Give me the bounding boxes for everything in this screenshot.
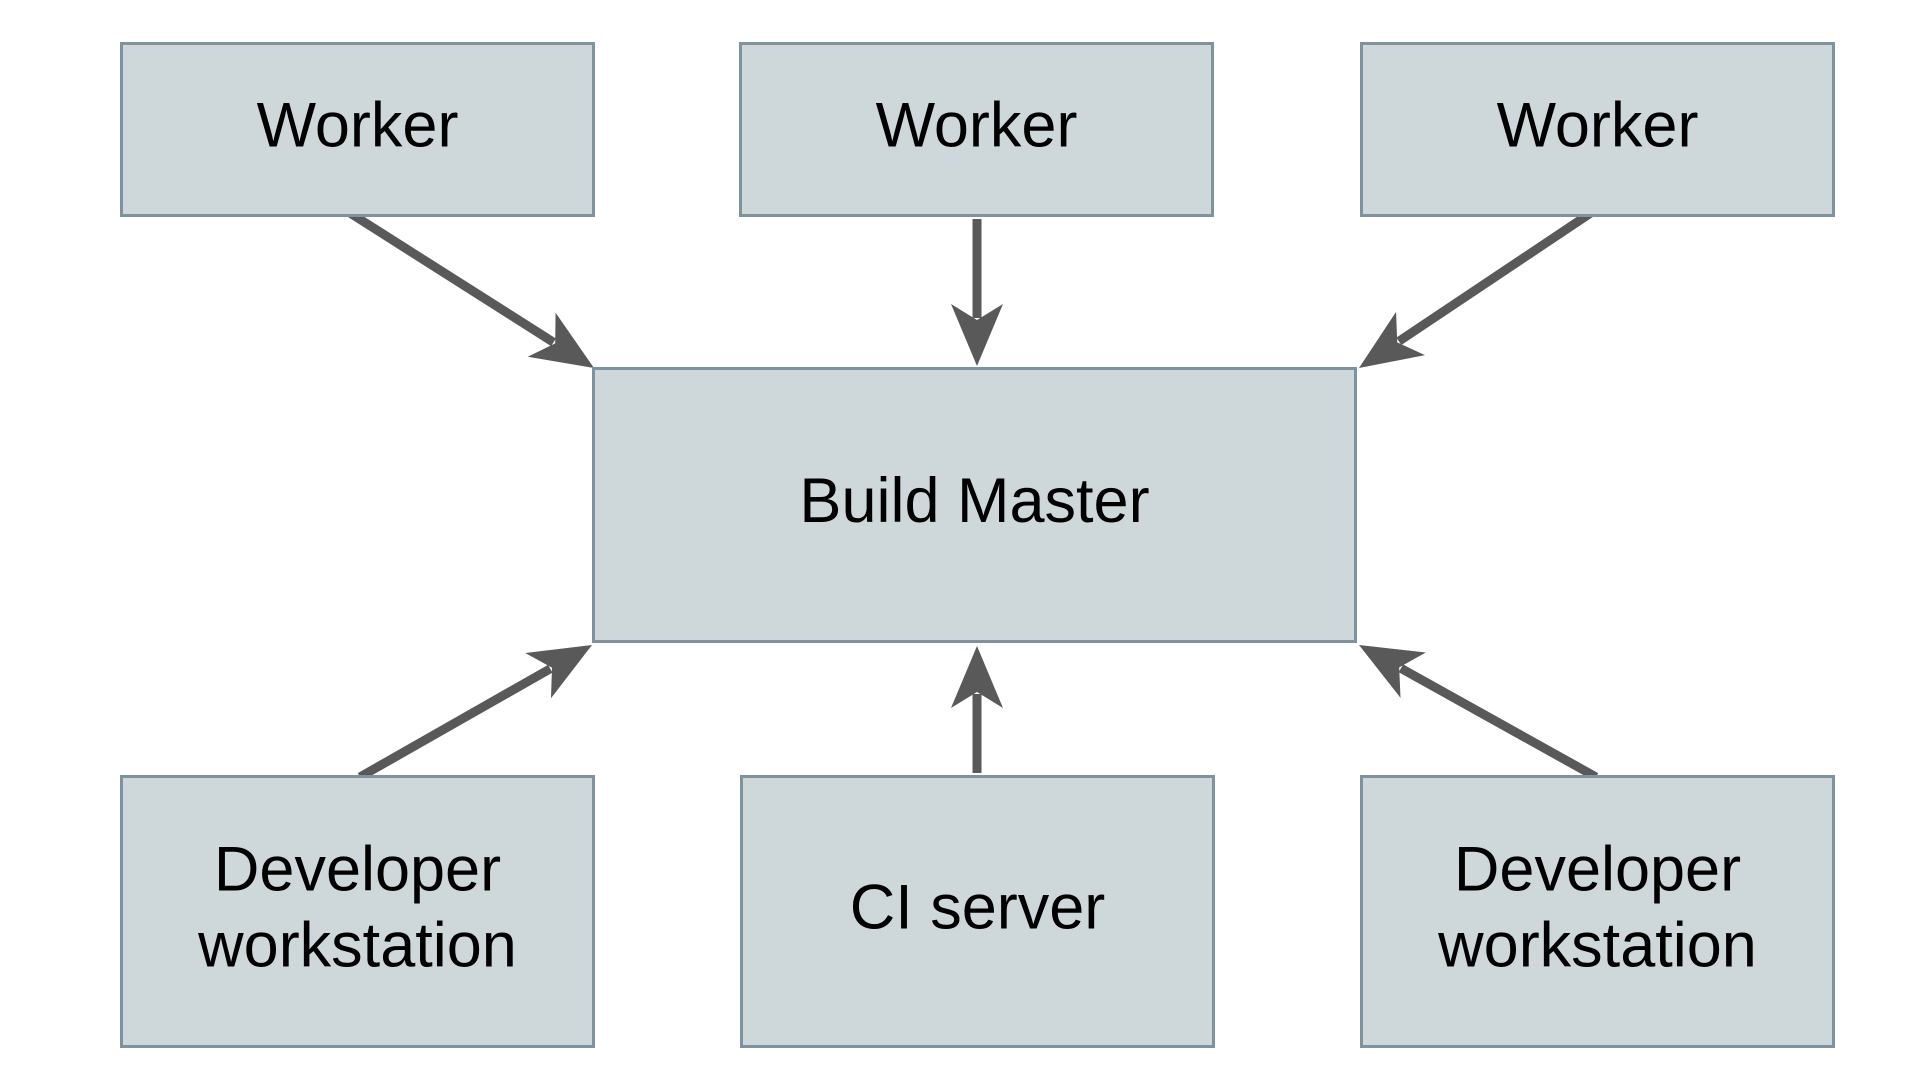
edge-dev-left-to-master-shaft [357, 664, 553, 781]
edge-dev-right-to-master-arrowhead-icon [1359, 645, 1426, 698]
edge-dev-right-to-master [1359, 645, 1599, 781]
node-ci-server-label-line-0: CI server [850, 872, 1106, 942]
node-worker-right-label-line-0: Worker [1497, 90, 1699, 160]
node-worker-left-label-line-0: Worker [257, 90, 459, 160]
edge-dev-left-to-master-arrowhead-icon [525, 645, 592, 699]
node-build-master-box[interactable] [592, 367, 1357, 643]
edge-worker-center-to-master [951, 219, 1003, 366]
node-worker-center-box[interactable] [739, 42, 1214, 217]
node-worker-left-label: Worker [257, 90, 459, 160]
edge-ci-server-to-master-arrowhead-icon [951, 646, 1003, 708]
node-worker-right[interactable]: Worker [1360, 42, 1835, 217]
edge-ci-server-to-master [951, 646, 1003, 773]
node-developer-workstation-right-label-line-1: workstation [1437, 910, 1757, 980]
node-developer-workstation-right-box[interactable] [1360, 775, 1835, 1048]
node-ci-server-box[interactable] [740, 775, 1215, 1048]
node-worker-center-label-line-0: Worker [876, 90, 1078, 160]
node-worker-center-label: Worker [876, 90, 1078, 160]
node-developer-workstation-left-label-line-1: workstation [197, 910, 517, 980]
node-worker-center[interactable]: Worker [739, 42, 1214, 217]
node-developer-workstation-left-box[interactable] [120, 775, 595, 1048]
edge-worker-center-to-master-arrowhead-icon [951, 304, 1003, 366]
edge-dev-right-to-master-shaft [1398, 664, 1599, 781]
edge-worker-left-to-master-arrowhead-icon [527, 312, 594, 368]
node-build-master[interactable]: Build Master [592, 367, 1357, 643]
node-worker-left[interactable]: Worker [120, 42, 595, 217]
node-worker-left-box[interactable] [120, 42, 595, 217]
node-developer-workstation-right-label-line-0: Developer [1454, 834, 1741, 904]
node-ci-server[interactable]: CI server [740, 775, 1215, 1048]
node-worker-right-box[interactable] [1360, 42, 1835, 217]
node-ci-server-label: CI server [850, 872, 1106, 942]
node-developer-workstation-left-label-line-0: Developer [214, 834, 501, 904]
node-build-master-label: Build Master [799, 466, 1149, 536]
edge-dev-left-to-master [357, 645, 592, 781]
edge-worker-right-to-master-arrowhead-icon [1359, 311, 1425, 368]
node-build-master-label-line-0: Build Master [799, 466, 1149, 536]
node-worker-right-label: Worker [1497, 90, 1699, 160]
